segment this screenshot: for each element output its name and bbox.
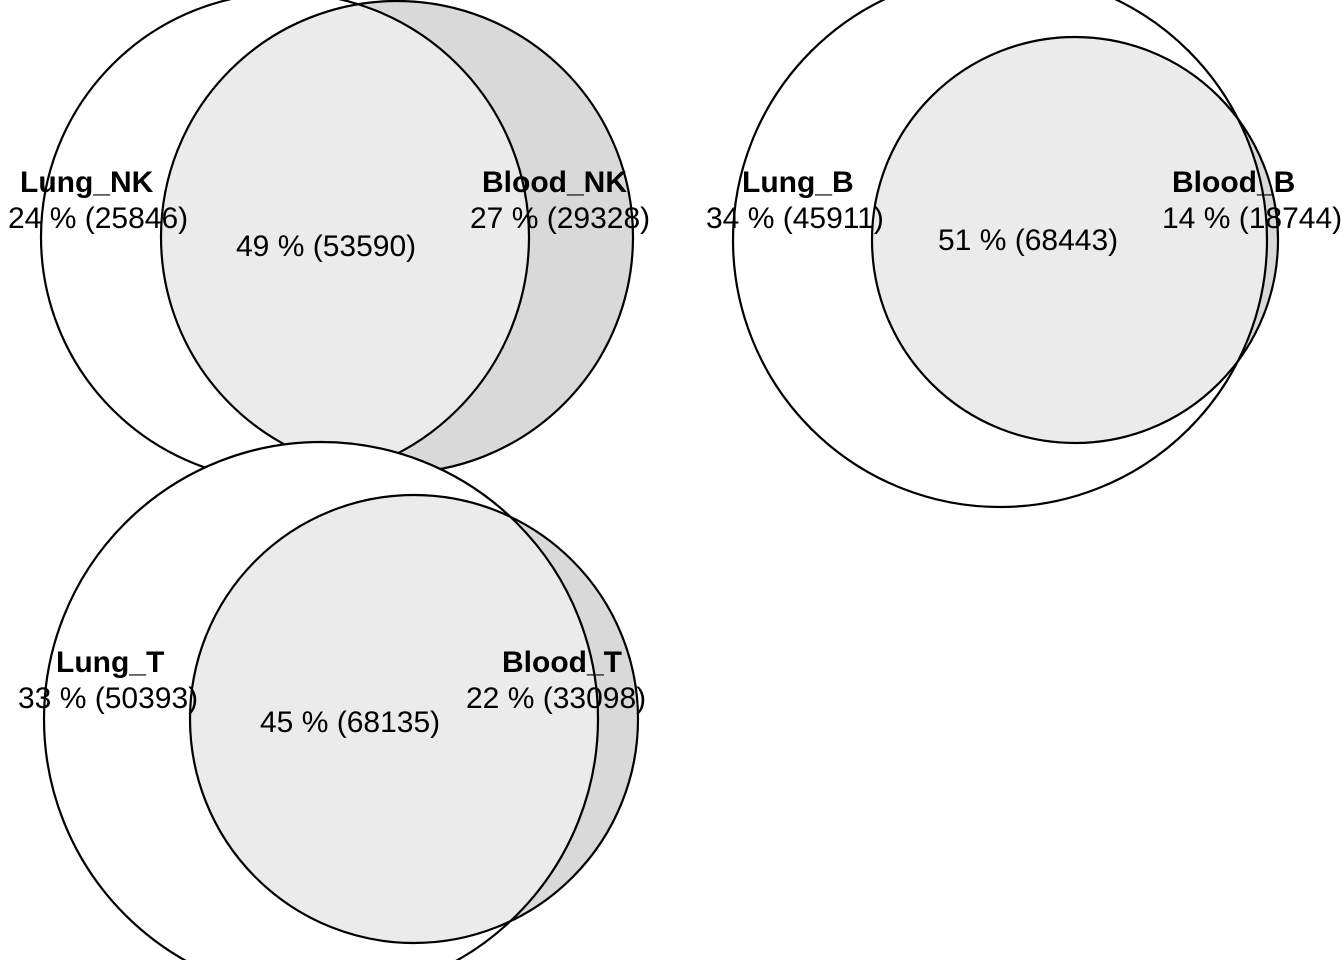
- t-lung-set-label: Lung_T: [56, 646, 164, 679]
- venn-panel-nk: Lung_NK 24 % (25846) Blood_NK 27 % (2932…: [8, 0, 650, 483]
- nk-lung-count-label: 24 % (25846): [8, 202, 188, 235]
- b-intersection-count-label: 51 % (68443): [938, 224, 1118, 257]
- venn-panel-b: Lung_B 34 % (45911) Blood_B 14 % (18744)…: [706, 0, 1342, 509]
- b-lung-count-label: 34 % (45911): [706, 202, 884, 235]
- venn-panel-t: Lung_T 33 % (50393) Blood_T 22 % (33098)…: [18, 440, 646, 960]
- b-blood-circle-outline: [870, 35, 1280, 445]
- t-intersection-count-label: 45 % (68135): [260, 706, 440, 739]
- t-lung-circle-outline: [42, 440, 600, 960]
- t-intersection-region[interactable]: [190, 495, 638, 943]
- b-blood-set-label: Blood_B: [1172, 166, 1295, 199]
- b-intersection-region[interactable]: [872, 37, 1278, 443]
- t-blood-count-label: 22 % (33098): [466, 682, 646, 715]
- nk-lung-set-label: Lung_NK: [20, 166, 154, 199]
- t-blood-circle-outline: [188, 493, 640, 945]
- t-lung-count-label: 33 % (50393): [18, 682, 198, 715]
- b-lung-circle-outline: [731, 0, 1269, 509]
- b-blood-count-label: 14 % (18744): [1162, 202, 1342, 235]
- nk-blood-count-label: 27 % (29328): [470, 202, 650, 235]
- nk-intersection-count-label: 49 % (53590): [236, 230, 416, 263]
- b-lung-set-label: Lung_B: [742, 166, 854, 199]
- t-blood-set-label: Blood_T: [502, 646, 622, 679]
- nk-blood-set-label: Blood_NK: [482, 166, 627, 199]
